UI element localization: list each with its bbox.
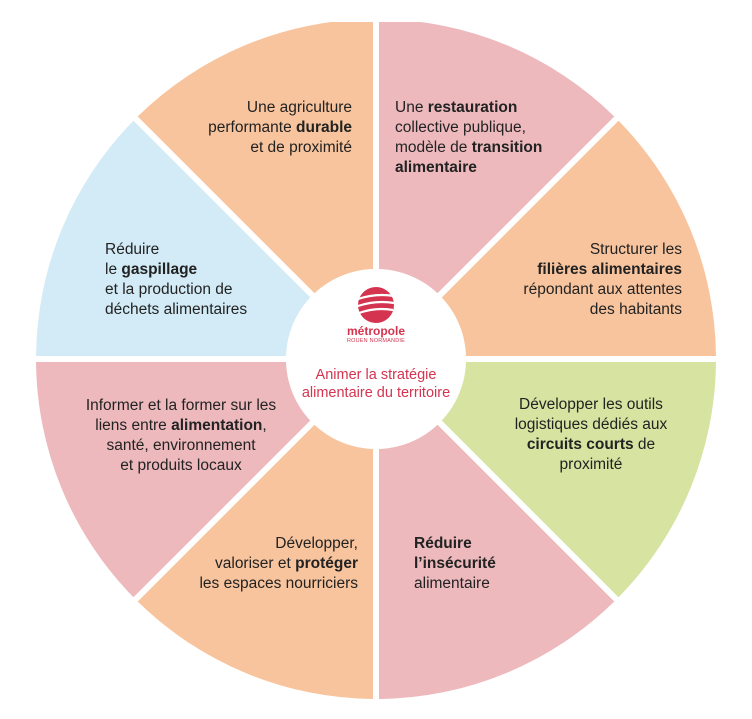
segment-line: le gaspillage bbox=[105, 260, 305, 280]
text: Développer, bbox=[275, 535, 358, 552]
segment-line: Une agriculture bbox=[170, 98, 352, 118]
bold-text: protéger bbox=[295, 555, 358, 572]
bold-text: filières alimentaires bbox=[537, 261, 682, 278]
bold-text: circuits courts bbox=[526, 436, 634, 453]
segment-line: proximité bbox=[484, 455, 698, 475]
text: le bbox=[105, 261, 122, 278]
center-logo: métropole ROUEN NORMANDIE bbox=[338, 286, 414, 345]
segment-line: alimentaire bbox=[414, 574, 554, 594]
text: répondant aux attentes bbox=[523, 281, 682, 298]
bold-text: gaspillage bbox=[121, 261, 198, 278]
text: Réduire bbox=[105, 241, 160, 258]
bold-text: Réduire bbox=[414, 535, 472, 552]
segment-insecurite bbox=[378, 424, 615, 699]
segment-restauration bbox=[378, 22, 615, 294]
segment-line: et la production de bbox=[105, 280, 305, 300]
segment-agriculture bbox=[137, 22, 374, 294]
segment-line: l’insécurité bbox=[414, 554, 554, 574]
brand-subtitle: ROUEN NORMANDIE bbox=[346, 338, 405, 344]
segment-gaspillage bbox=[36, 120, 311, 357]
metropole-logo-icon bbox=[357, 287, 395, 323]
segment-line: collective publique, bbox=[395, 118, 585, 138]
segment-line: répondant aux attentes bbox=[480, 280, 682, 300]
text: déchets alimentaires bbox=[105, 301, 248, 318]
segment-line: Informer et la former sur les bbox=[58, 396, 304, 416]
text: Structurer les bbox=[589, 241, 682, 258]
segment-circuits-label: Développer les outils logistiques dédiés … bbox=[484, 395, 698, 475]
segment-line: santé, environnement bbox=[58, 436, 304, 456]
segment-line: Développer les outils bbox=[484, 395, 698, 415]
text: Informer et la former sur les bbox=[85, 397, 277, 414]
segment-line: Développer, bbox=[170, 534, 358, 554]
bold-text: l’insécurité bbox=[414, 555, 496, 572]
segment-line: performante durable bbox=[170, 118, 352, 138]
text: les espaces nourriciers bbox=[199, 575, 358, 592]
bold-text: alimentaire bbox=[395, 159, 477, 176]
segment-filieres bbox=[441, 120, 716, 357]
text: modèle de bbox=[395, 139, 472, 156]
segment-line: les espaces nourriciers bbox=[170, 574, 358, 594]
text: de bbox=[633, 436, 656, 453]
center-disc bbox=[286, 269, 466, 449]
center-title: Animer la stratégie alimentaire du terri… bbox=[301, 367, 451, 401]
text: santé, environnement bbox=[106, 437, 256, 454]
segment-line: Réduire bbox=[414, 534, 554, 554]
segment-line: liens entre alimentation, bbox=[58, 416, 304, 436]
text: et de proximité bbox=[250, 139, 352, 156]
text: collective publique, bbox=[395, 119, 526, 136]
segment-line: valoriser et protéger bbox=[170, 554, 358, 574]
text: alimentaire bbox=[414, 575, 490, 592]
segment-line: alimentaire bbox=[395, 158, 585, 178]
bold-text: transition bbox=[471, 139, 543, 156]
bold-text: alimentation bbox=[171, 417, 263, 434]
text: Une agriculture bbox=[246, 99, 352, 116]
segment-informer bbox=[36, 361, 311, 598]
segment-circuits bbox=[441, 361, 716, 598]
segment-line: Réduire bbox=[105, 240, 305, 260]
segment-line: et de proximité bbox=[170, 138, 352, 158]
text: , bbox=[262, 417, 267, 434]
brand-name: métropole bbox=[346, 324, 405, 338]
text: proximité bbox=[559, 456, 623, 473]
segment-line: Structurer les bbox=[480, 240, 682, 260]
text: et la production de bbox=[105, 281, 233, 298]
text: valoriser et bbox=[215, 555, 296, 572]
segment-filieres-label: Structurer les filières alimentaires répon… bbox=[480, 240, 682, 320]
text: Développer les outils bbox=[519, 396, 663, 413]
bold-text: durable bbox=[296, 119, 352, 136]
segment-line: circuits courts de bbox=[484, 435, 698, 455]
text: performante bbox=[208, 119, 297, 136]
segment-line: Une restauration bbox=[395, 98, 585, 118]
segment-insecurite-label: Réduire l’insécurité alimentaire bbox=[414, 534, 554, 594]
text: logistiques dédiés aux bbox=[514, 416, 668, 433]
text: liens entre bbox=[95, 417, 172, 434]
segment-informer-label: Informer et la former sur les liens entre… bbox=[58, 396, 304, 476]
segment-line: filières alimentaires bbox=[480, 260, 682, 280]
segment-line: et produits locaux bbox=[58, 456, 304, 476]
segment-line: modèle de transition bbox=[395, 138, 585, 158]
text: des habitants bbox=[589, 301, 682, 318]
segment-line: logistiques dédiés aux bbox=[484, 415, 698, 435]
segment-line: déchets alimentaires bbox=[105, 300, 305, 320]
text: Une bbox=[395, 99, 428, 116]
text: et produits locaux bbox=[120, 457, 242, 474]
segment-line: des habitants bbox=[480, 300, 682, 320]
bold-text: restauration bbox=[427, 99, 518, 116]
segment-espaces bbox=[137, 424, 374, 699]
